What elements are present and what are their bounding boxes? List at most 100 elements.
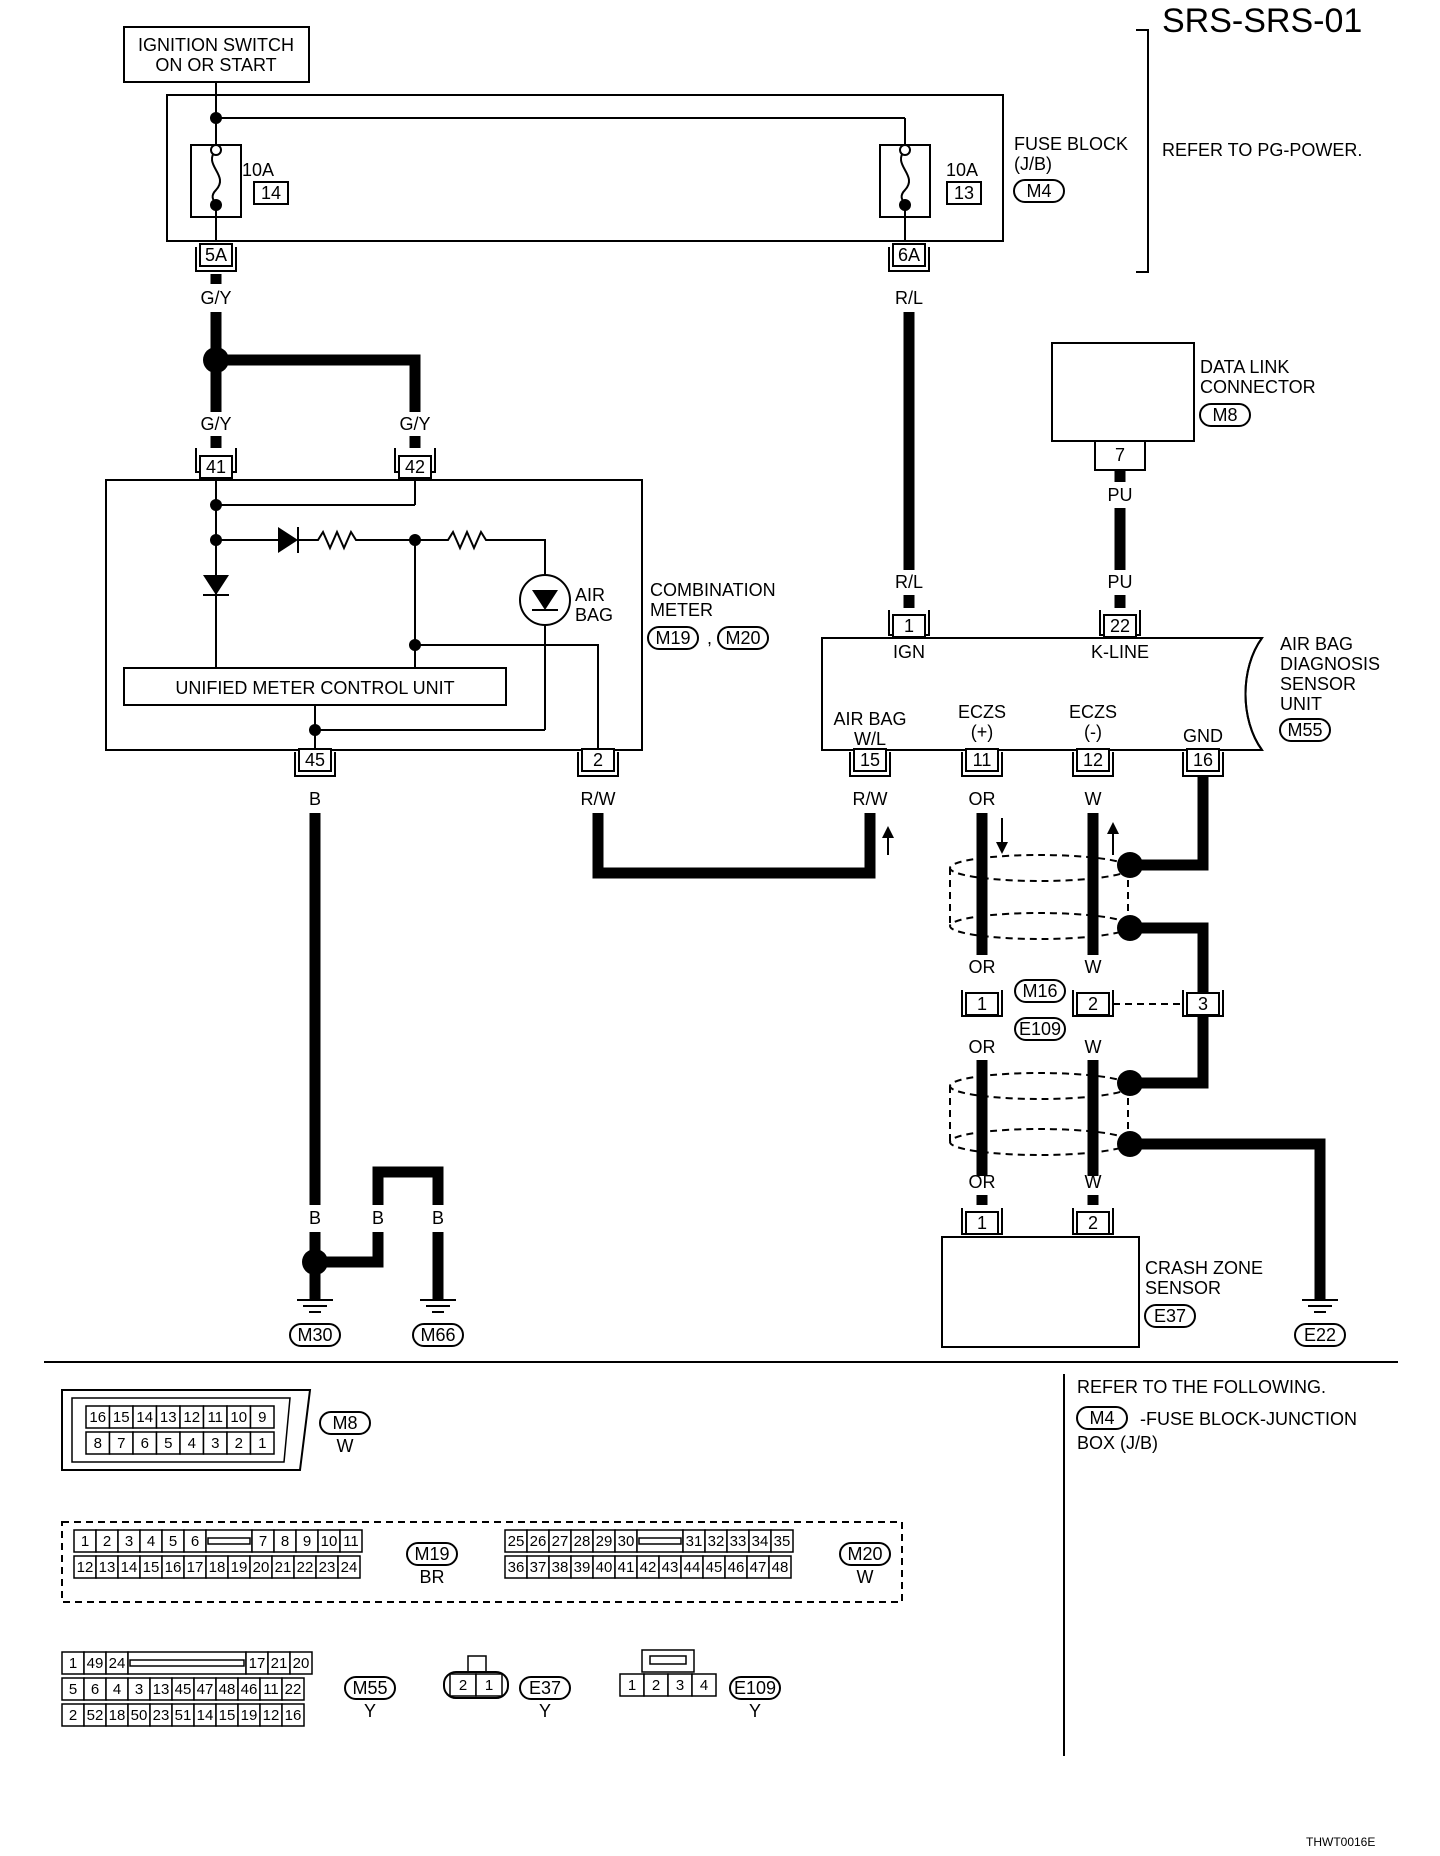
ground-m66-icon bbox=[420, 1299, 456, 1313]
m8-pin-6: 6 bbox=[141, 1435, 149, 1452]
fuse-block-connector-badge bbox=[1013, 179, 1065, 203]
refer-text-1: -FUSE BLOCK-JUNCTION bbox=[1140, 1409, 1357, 1429]
m55-pin-21: 21 bbox=[271, 1655, 288, 1672]
m19-pin-14: 14 bbox=[121, 1559, 138, 1576]
m19-pin-5: 5 bbox=[169, 1533, 177, 1550]
fuse-14-rating: 10A bbox=[242, 160, 274, 180]
m20-pin-37: 37 bbox=[530, 1559, 547, 1576]
combination-meter-label-1: COMBINATION bbox=[650, 580, 776, 600]
m19-pin-12: 12 bbox=[77, 1559, 94, 1576]
sensor-unit-label-1: AIR BAG bbox=[1280, 634, 1353, 654]
m55-pin-24: 24 bbox=[109, 1655, 126, 1672]
unified-meter-control-unit bbox=[123, 667, 507, 706]
m19-pin-10: 10 bbox=[321, 1533, 338, 1550]
m55-pin-46: 46 bbox=[241, 1681, 258, 1698]
data-link-label-1: DATA LINK bbox=[1200, 357, 1289, 377]
e37-color: Y bbox=[539, 1701, 551, 1721]
m19-pin-17: 17 bbox=[187, 1559, 204, 1576]
m19-pin-19: 19 bbox=[231, 1559, 248, 1576]
m55-pin-50: 50 bbox=[131, 1707, 148, 1724]
m20-name: M20 bbox=[847, 1544, 882, 1564]
m55-pin-51: 51 bbox=[175, 1707, 192, 1724]
pin-11: 11 bbox=[973, 750, 992, 770]
m20-pin-38: 38 bbox=[552, 1559, 569, 1576]
m55-name: M55 bbox=[352, 1678, 387, 1698]
m19-pin-15: 15 bbox=[143, 1559, 160, 1576]
connector-latch bbox=[207, 1537, 251, 1545]
m8-pin-16: 16 bbox=[89, 1409, 106, 1426]
m20-pin-39: 39 bbox=[574, 1559, 591, 1576]
wire-b-label-4: B bbox=[432, 1208, 444, 1228]
m20-pin-46: 46 bbox=[728, 1559, 745, 1576]
m8-pin-5: 5 bbox=[164, 1435, 172, 1452]
pin-kline-label: K-LINE bbox=[1091, 642, 1149, 662]
m19-pin-18: 18 bbox=[209, 1559, 226, 1576]
m20-color: W bbox=[857, 1567, 874, 1587]
m8-pin-4: 4 bbox=[188, 1435, 196, 1452]
m20-pin-35: 35 bbox=[774, 1533, 791, 1550]
m55-pin-18: 18 bbox=[109, 1707, 126, 1724]
m19-pin-16: 16 bbox=[165, 1559, 182, 1576]
wire-b-label-2: B bbox=[309, 1208, 321, 1228]
e109-color: Y bbox=[749, 1701, 761, 1721]
combination-meter-label-2: METER bbox=[650, 600, 713, 620]
sensor-unit-label-3: SENSOR bbox=[1280, 674, 1356, 694]
m20-pin-31: 31 bbox=[686, 1533, 703, 1550]
e109-name: E109 bbox=[734, 1678, 776, 1698]
m55-pin-48: 48 bbox=[219, 1681, 236, 1698]
m8-name: M8 bbox=[332, 1413, 357, 1433]
ground-m30-icon bbox=[297, 1299, 333, 1313]
pin-airbag-wl-label-2: W/L bbox=[854, 729, 886, 749]
m19-pin-6: 6 bbox=[191, 1533, 199, 1550]
m20-pin-44: 44 bbox=[684, 1559, 701, 1576]
fuse-block-connector: M4 bbox=[1026, 181, 1051, 201]
m55-pin-19: 19 bbox=[241, 1707, 258, 1724]
refer-text-2: BOX (J/B) bbox=[1077, 1433, 1158, 1453]
terminal-41: 41 bbox=[206, 457, 226, 477]
ignition-switch-box bbox=[123, 26, 310, 83]
m20-pin-27: 27 bbox=[552, 1533, 569, 1550]
m20-pin-41: 41 bbox=[618, 1559, 635, 1576]
sensor-unit-connector: M55 bbox=[1287, 720, 1322, 740]
crash-sensor-pin-1: 1 bbox=[977, 1213, 987, 1233]
pin-eczs-plus-label-2: (+) bbox=[971, 722, 994, 742]
m55-pin-47: 47 bbox=[197, 1681, 214, 1698]
m55-pin-13: 13 bbox=[153, 1681, 170, 1698]
joint-connector-e109: E109 bbox=[1019, 1019, 1061, 1039]
shield-upper bbox=[949, 868, 1129, 926]
wire-b-label-1: B bbox=[309, 789, 321, 809]
wire-w-label-3: W bbox=[1085, 1037, 1102, 1057]
m20-pin-32: 32 bbox=[708, 1533, 725, 1550]
m20-pin-47: 47 bbox=[750, 1559, 767, 1576]
crash-zone-sensor-label-1: CRASH ZONE bbox=[1145, 1258, 1263, 1278]
wire-rw-label-1: R/W bbox=[581, 789, 616, 809]
wire-rl-label-1: R/L bbox=[895, 288, 923, 308]
m55-pin-17: 17 bbox=[249, 1655, 266, 1672]
joint-pin-2: 2 bbox=[1088, 994, 1098, 1014]
fuse-13-rating: 10A bbox=[946, 160, 978, 180]
m55-pin-23: 23 bbox=[153, 1707, 170, 1724]
m20-pin-29: 29 bbox=[596, 1533, 613, 1550]
m55-pin-3: 3 bbox=[135, 1681, 143, 1698]
joint-pin-1: 1 bbox=[977, 994, 987, 1014]
diagram-title: SRS-SRS-01 bbox=[1162, 2, 1362, 40]
terminal-2: 2 bbox=[593, 750, 603, 770]
e109-pin-2: 2 bbox=[652, 1677, 660, 1694]
m55-pin-12: 12 bbox=[263, 1707, 280, 1724]
wire-rl-label-2: R/L bbox=[895, 572, 923, 592]
m19-pin-23: 23 bbox=[319, 1559, 336, 1576]
refer-heading: REFER TO THE FOLLOWING. bbox=[1077, 1377, 1326, 1397]
m20-pin-33: 33 bbox=[730, 1533, 747, 1550]
m20-pin-45: 45 bbox=[706, 1559, 723, 1576]
m55-pin-4: 4 bbox=[113, 1681, 121, 1698]
m19-pin-21: 21 bbox=[275, 1559, 292, 1576]
fuse-13-number: 13 bbox=[954, 183, 974, 203]
pin-gnd-label: GND bbox=[1183, 726, 1223, 746]
wire-pu-label-1: PU bbox=[1107, 485, 1132, 505]
m55-pin-20: 20 bbox=[293, 1655, 310, 1672]
